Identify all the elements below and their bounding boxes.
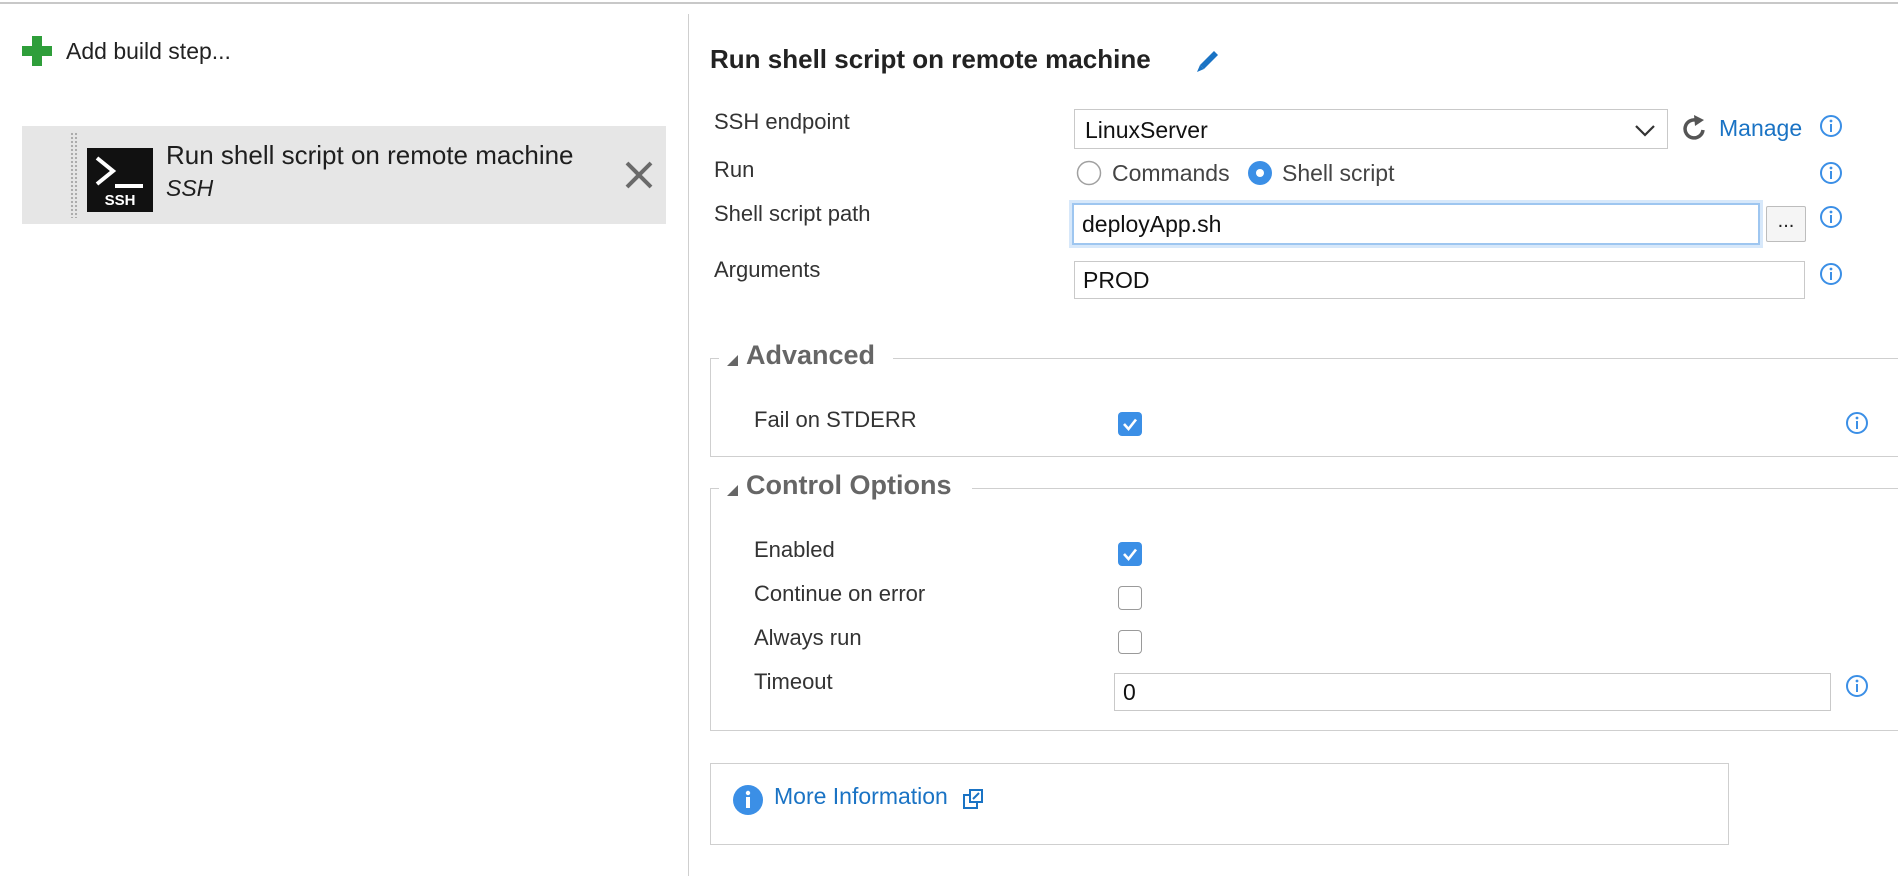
arguments-label: Arguments [714,257,821,282]
ssh-endpoint-label: SSH endpoint [714,109,850,134]
plus-icon [22,36,52,66]
refresh-endpoints-button[interactable] [1680,114,1710,144]
info-icon[interactable] [1819,205,1843,229]
edit-title-button[interactable] [1192,45,1222,75]
fail-on-stderr-label: Fail on STDERR [754,407,917,432]
info-icon [733,785,763,815]
continue-on-error-label: Continue on error [754,581,926,606]
continue-on-error-checkbox[interactable] [1118,586,1142,610]
script-path-input[interactable] [1072,203,1760,245]
fail-on-stderr-checkbox[interactable] [1118,412,1142,436]
build-step-title: Run shell script on remote machine [166,140,574,170]
collapse-triangle-icon[interactable] [724,352,740,368]
terminal-icon: SSH [87,148,153,212]
control-options-section [710,488,1898,731]
manage-link[interactable]: Manage [1719,115,1803,141]
drag-handle[interactable] [70,132,78,218]
add-build-step-label: Add build step... [66,37,231,64]
script-path-label: Shell script path [714,201,871,226]
top-rule [0,2,1898,4]
control-options-title[interactable]: Control Options [746,470,952,500]
always-run-checkbox[interactable] [1118,630,1142,654]
pane-divider[interactable] [688,14,689,876]
pencil-icon [1197,51,1218,72]
enabled-label: Enabled [754,537,835,562]
close-icon [625,161,653,189]
timeout-label: Timeout [754,669,833,694]
info-icon[interactable] [1819,161,1843,185]
control-rule-left [710,488,719,489]
arguments-input[interactable] [1074,261,1805,299]
more-information-link[interactable]: More Information [774,783,948,809]
advanced-title[interactable]: Advanced [746,340,876,370]
info-icon[interactable] [1819,114,1843,138]
build-step-subtitle: SSH [166,175,214,201]
browse-button[interactable]: ... [1766,206,1806,242]
info-icon[interactable] [1819,262,1843,286]
task-heading: Run shell script on remote machine [710,44,1151,74]
ssh-endpoint-select[interactable]: LinuxServer [1074,109,1668,149]
ssh-endpoint-value: LinuxServer [1085,117,1208,143]
timeout-input[interactable] [1114,673,1831,711]
add-build-step-button[interactable]: Add build step... [22,34,231,68]
info-icon[interactable] [1845,411,1869,435]
radio-shell-script-label[interactable]: Shell script [1282,160,1395,186]
more-information-panel [710,763,1729,845]
control-rule-right [972,488,1898,489]
radio-commands[interactable] [1076,160,1102,186]
advanced-rule-left [710,358,719,359]
refresh-icon [1683,115,1705,140]
info-icon[interactable] [1845,674,1869,698]
run-label: Run [714,157,755,182]
radio-shell-script[interactable] [1247,160,1273,186]
enabled-checkbox[interactable] [1118,542,1142,566]
chevron-down-icon [1635,125,1655,137]
collapse-triangle-icon[interactable] [724,482,740,498]
always-run-label: Always run [754,625,862,650]
advanced-rule-right [893,358,1898,359]
advanced-section [710,358,1898,457]
external-link-icon[interactable] [962,788,984,810]
terminal-icon-label: SSH [105,192,136,209]
radio-commands-label[interactable]: Commands [1112,160,1230,186]
remove-step-button[interactable] [622,158,656,192]
